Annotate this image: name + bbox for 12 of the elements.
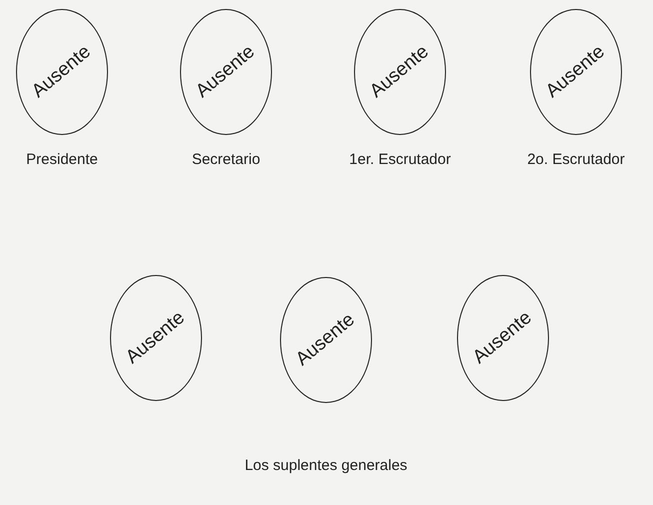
group-caption: Los suplentes generales — [244, 456, 408, 476]
ellipse — [457, 275, 549, 401]
ellipse — [16, 9, 108, 135]
role-label: Secretario — [192, 150, 260, 170]
ellipse — [180, 9, 272, 135]
ellipse — [530, 9, 622, 135]
ellipse — [354, 9, 446, 135]
ellipse — [280, 277, 372, 403]
ellipse — [110, 275, 202, 401]
role-label: 1er. Escrutador — [349, 150, 451, 170]
role-label: Presidente — [26, 150, 98, 170]
role-label: 2o. Escrutador — [527, 150, 625, 170]
